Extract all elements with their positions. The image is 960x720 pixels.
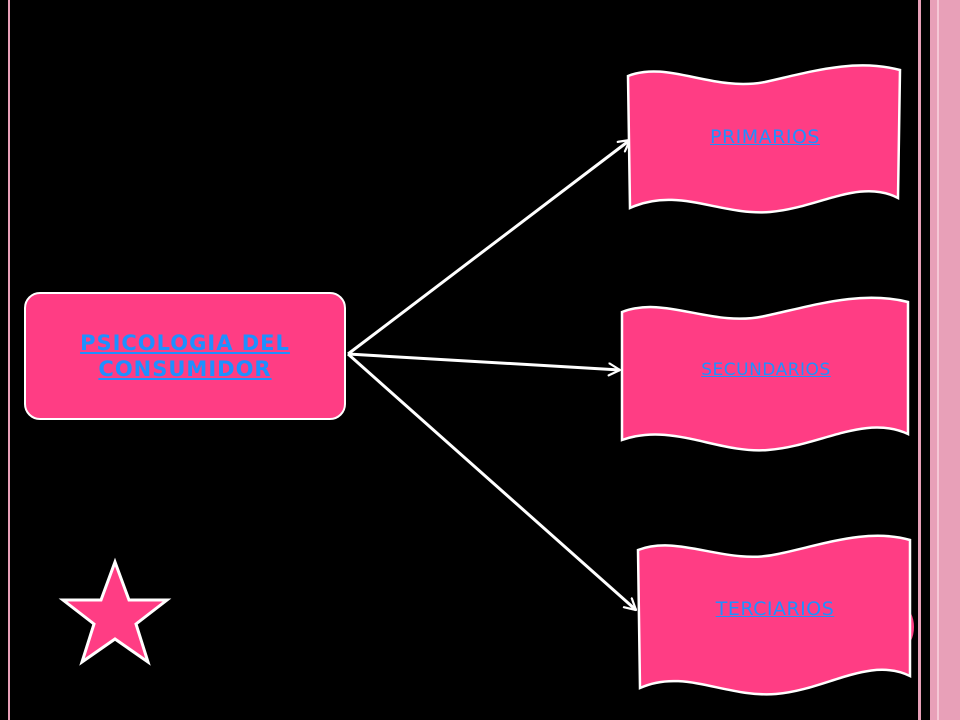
star-icon [58,557,172,666]
banner-terciarios [636,534,912,696]
root-node: PSICOLOGIA DEL CONSUMIDOR [24,292,346,420]
banner-primarios-label: PRIMARIOS [710,126,820,148]
banner-primarios [626,64,902,214]
banner-secundarios [620,296,910,452]
right-frame-line [918,0,921,720]
banner-secundarios-label: SECUNDARIOS [701,360,831,380]
root-node-label: PSICOLOGIA DEL CONSUMIDOR [80,331,290,381]
right-border-highlight [937,0,939,720]
banner-terciarios-label: TERCIARIOS [715,598,835,620]
right-border-band [930,0,960,720]
connector-primarios [347,138,630,356]
left-frame-line [8,0,10,720]
connector-secundarios [347,352,620,370]
connector-terciarios [347,352,636,612]
